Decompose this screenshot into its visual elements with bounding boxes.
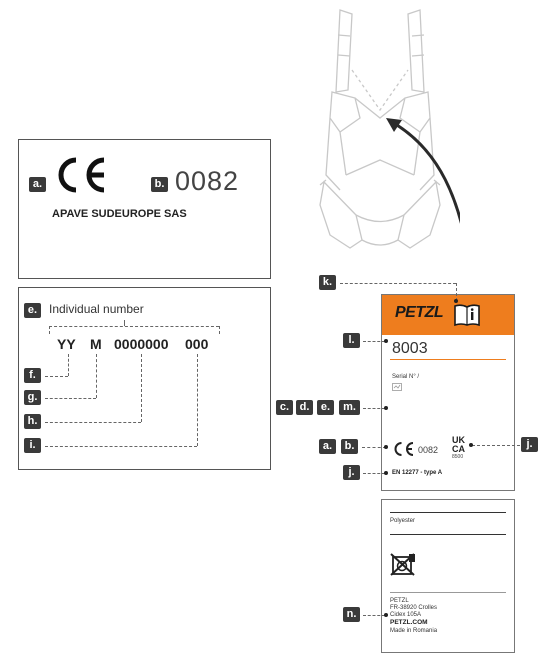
leader-k-v: [456, 283, 457, 301]
notified-body-name: APAVE SUDEUROPE SAS: [52, 208, 187, 220]
callout-badge-l: l.: [343, 333, 360, 348]
leader-ab-dot: [384, 445, 388, 449]
callout-badge-f: f.: [24, 368, 41, 383]
harness-illustration: [319, 9, 460, 249]
model-divider: [390, 359, 506, 360]
back-line-3: [390, 592, 506, 593]
leader-m: [96, 354, 97, 398]
standard-text: EN 12277 - type A: [392, 470, 443, 476]
maker-text: PETZL: [390, 598, 409, 604]
ukca-top: UK: [452, 435, 465, 445]
bracket-center: [124, 320, 125, 326]
leader-k-dot: [454, 299, 458, 303]
callout-badge-m: m.: [339, 400, 360, 415]
back-line-2: [390, 534, 506, 535]
book-info-icon: [454, 304, 480, 327]
serial-label: Serial N° /: [392, 374, 420, 380]
callout-badge-a2: a.: [319, 439, 336, 454]
label-front-header: [382, 295, 514, 335]
callout-badge-i: i.: [24, 438, 41, 453]
code-serial: 0000000: [114, 336, 169, 352]
ukca-bottom: CA: [452, 444, 465, 454]
label-nb-number: 0082: [418, 445, 439, 455]
bracket-right: [219, 326, 220, 334]
ce-marking-panel: a. b. 0082 APAVE SUDEUROPE SAS: [18, 139, 271, 279]
leader-j-left: [363, 473, 385, 474]
leader-m-h: [45, 398, 96, 399]
website-text: PETZL.COM: [390, 619, 428, 626]
leader-yy-h: [45, 376, 68, 377]
material-text: Polyester: [390, 518, 416, 524]
origin-text: Made in Romania: [390, 628, 438, 634]
leader-serial: [141, 354, 142, 422]
callout-badge-a: a.: [29, 177, 46, 192]
back-line-1: [390, 512, 506, 513]
code-month: M: [90, 336, 102, 352]
notified-body-number: 0082: [175, 166, 240, 196]
leader-k-h: [340, 283, 456, 284]
address-line-2: Cidex 105A: [390, 612, 422, 618]
callout-badge-c: c.: [276, 400, 293, 415]
callout-badge-b: b.: [151, 177, 168, 192]
leader-j-left-dot: [384, 471, 388, 475]
leader-j-right-dot: [469, 443, 473, 447]
bracket-top: [49, 326, 219, 327]
bracket-left: [49, 326, 50, 334]
callout-badge-g: g.: [24, 390, 41, 405]
callout-badge-d: d.: [296, 400, 313, 415]
callout-badge-j-right: j.: [521, 437, 538, 452]
label-front: PETZL 8003 Serial N° / 0082 UK CA 8500 E…: [381, 294, 515, 491]
leader-suffix-h: [45, 446, 197, 447]
label-back: Polyester PETZL FR-38920 Crolles Cidex 1…: [381, 499, 515, 653]
leader-n: [363, 615, 385, 616]
leader-cdem: [363, 408, 385, 409]
ce-mark-icon: [58, 157, 105, 193]
leader-suffix: [197, 354, 198, 446]
leader-l: [363, 341, 385, 342]
model-number: 8003: [392, 340, 428, 357]
leader-serial-h: [45, 422, 141, 423]
code-year: YY: [57, 336, 76, 352]
leader-yy: [68, 354, 69, 376]
individual-number-panel: e. Individual number YY M 0000000 000 f.…: [18, 287, 271, 470]
code-suffix: 000: [185, 336, 209, 352]
callout-badge-e: e.: [24, 303, 41, 318]
ce-mark-small-icon: [394, 442, 414, 456]
callout-badge-h: h.: [24, 414, 41, 429]
ukca-number: 8500: [452, 454, 464, 460]
callout-badge-n: n.: [343, 607, 360, 622]
leader-n-dot: [384, 613, 388, 617]
callout-badge-e2: e.: [317, 400, 334, 415]
leader-l-dot: [384, 339, 388, 343]
callout-badge-j-left: j.: [343, 465, 360, 480]
serial-field-icon: [392, 383, 402, 391]
individual-number-title: Individual number: [49, 302, 144, 316]
leader-cdem-dot: [384, 406, 388, 410]
leader-j-right: [472, 445, 520, 446]
callout-badge-b2: b.: [341, 439, 358, 454]
address-line-1: FR-38920 Crolles: [390, 605, 438, 611]
no-washing-machine-icon: [390, 553, 415, 576]
callout-badge-k: k.: [319, 275, 336, 290]
leader-ab: [362, 447, 386, 448]
brand-logo: PETZL: [395, 304, 444, 321]
